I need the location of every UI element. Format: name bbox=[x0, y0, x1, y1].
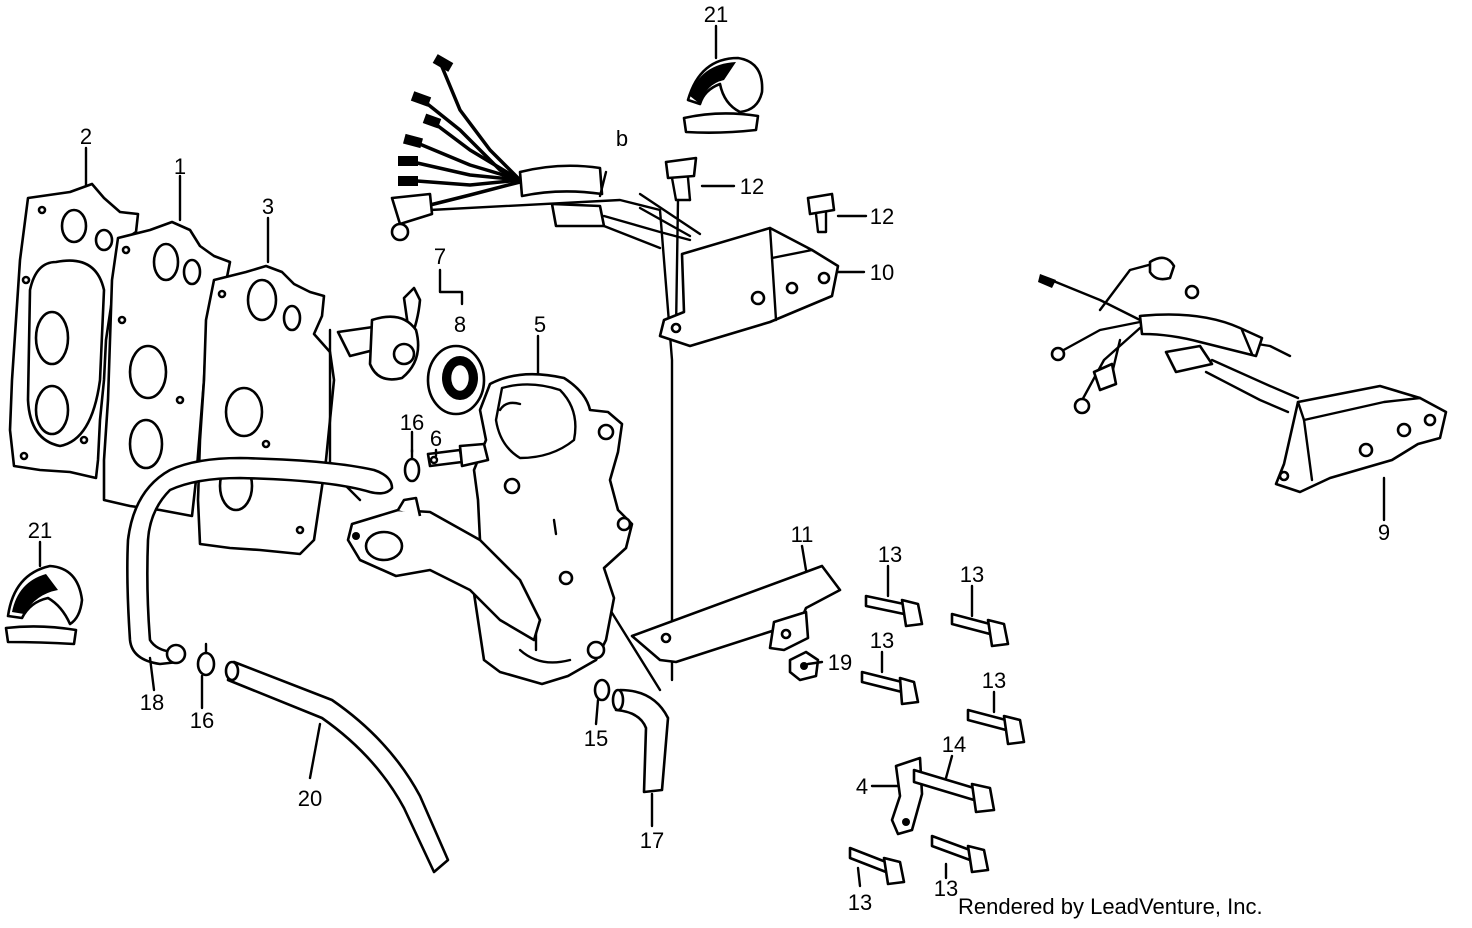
bolt-14 bbox=[912, 768, 996, 814]
callout-8: 8 bbox=[454, 312, 466, 337]
bolt-13-b bbox=[950, 612, 1010, 648]
callout-13-c: 13 bbox=[870, 628, 894, 653]
callout-7: 7 bbox=[434, 244, 446, 269]
callout-15: 15 bbox=[584, 726, 608, 751]
credit-text: Rendered by LeadVenture, Inc. bbox=[958, 894, 1263, 919]
callout-20: 20 bbox=[298, 786, 322, 811]
callout-16-upper: 16 bbox=[400, 410, 424, 435]
hose-17 bbox=[611, 688, 670, 794]
seal-8 bbox=[426, 344, 486, 416]
clamp-21-top bbox=[682, 56, 764, 134]
regulator-9 bbox=[1038, 256, 1448, 494]
callout-12-left: 12 bbox=[740, 174, 764, 199]
switch-7 bbox=[336, 268, 464, 381]
callout-1: 1 bbox=[174, 154, 186, 179]
hose-20 bbox=[224, 660, 450, 874]
clamp-21-lower bbox=[4, 564, 84, 646]
callout-18: 18 bbox=[140, 690, 164, 715]
regulator-10 bbox=[658, 226, 840, 348]
callout-2: 2 bbox=[80, 124, 92, 149]
callout-5: 5 bbox=[534, 312, 546, 337]
leader-lines bbox=[38, 24, 1386, 888]
bolt-13-a bbox=[864, 594, 924, 628]
callout-14: 14 bbox=[942, 732, 966, 757]
callout-3: 3 bbox=[262, 194, 274, 219]
callout-6: 6 bbox=[430, 426, 442, 451]
bolt-13-c bbox=[860, 670, 920, 706]
clip-16-lower bbox=[196, 642, 216, 677]
callout-4: 4 bbox=[856, 774, 868, 799]
callout-12-right: 12 bbox=[870, 204, 894, 229]
gasket-1 bbox=[102, 220, 232, 518]
svg-text:b: b bbox=[616, 126, 628, 151]
housing-5 bbox=[470, 372, 634, 686]
gasket-3 bbox=[196, 264, 336, 556]
callout-labels: 2 1 3 21 12 12 10 7 8 5 16 6 9 11 13 13 … bbox=[28, 2, 1390, 915]
callout-13-b: 13 bbox=[960, 562, 984, 587]
bracket-4 bbox=[890, 756, 924, 836]
screw-12-right bbox=[806, 192, 836, 234]
callout-13-a: 13 bbox=[878, 542, 902, 567]
bolt-13-f bbox=[930, 834, 990, 874]
callout-9: 9 bbox=[1378, 520, 1390, 545]
screw-12-left bbox=[664, 156, 698, 332]
gasket-2 bbox=[8, 182, 140, 480]
callout-16-lower: 16 bbox=[190, 708, 214, 733]
callout-10: 10 bbox=[870, 260, 894, 285]
bracket-11 bbox=[630, 564, 842, 664]
nut-19 bbox=[788, 650, 820, 682]
callout-13-e: 13 bbox=[848, 890, 872, 915]
wire-harness-top: b bbox=[390, 54, 702, 250]
callout-19: 19 bbox=[828, 650, 852, 675]
bolt-13-e bbox=[848, 846, 906, 886]
callout-17: 17 bbox=[640, 828, 664, 853]
callout-21-top: 21 bbox=[704, 2, 728, 27]
callout-11: 11 bbox=[791, 522, 814, 547]
callout-21-lower: 21 bbox=[28, 518, 52, 543]
callout-13-f: 13 bbox=[934, 876, 958, 901]
clip-16-upper bbox=[403, 448, 421, 483]
pipe-junction bbox=[346, 496, 542, 642]
bolt-13-d bbox=[966, 708, 1026, 746]
hose-18 bbox=[126, 456, 394, 666]
callout-13-d: 13 bbox=[982, 668, 1006, 693]
clip-15 bbox=[593, 678, 611, 702]
